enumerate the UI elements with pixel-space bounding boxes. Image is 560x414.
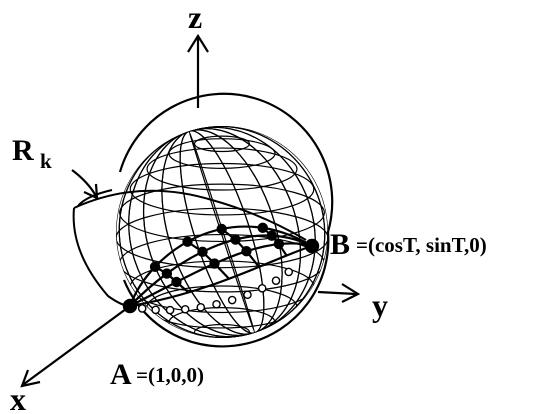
latitude-line [129,162,315,216]
point-a-coordinates: =(1,0,0) [136,363,204,387]
y-arrowhead-icon [341,283,361,303]
open-point [137,304,147,313]
x-axis-line [23,305,131,385]
filled-point [241,246,252,257]
filled-point [161,268,173,279]
connector-line [262,227,288,257]
open-point [257,283,267,293]
open-point [227,295,237,305]
connector-line [221,228,260,268]
point-b-coordinates: =(cosT, sinT,0) [356,233,487,257]
latitude-line [193,323,251,338]
filled-point [122,298,138,314]
latitude-line [116,207,328,269]
open-point [284,267,294,277]
axes [20,33,361,388]
open-point [180,304,190,314]
sphere-outline [77,92,334,348]
y-axis-label: y [372,287,388,323]
geodesic-curve [129,234,313,307]
latitude-line [119,183,325,243]
connector-line [154,265,190,294]
filled-point [209,258,220,269]
filled-point [266,230,277,241]
filled-point [304,238,320,254]
filled-point [230,234,241,245]
x-arrowhead-icon [20,369,41,388]
geodesic-curve [128,225,313,307]
open-points [137,267,294,315]
point-b-label: B [330,228,350,261]
z-arrowhead-icon [187,33,209,53]
filled-point [216,223,227,235]
geodesic-curve [129,242,313,307]
y-axis-line [317,290,357,296]
filled-point [149,261,161,273]
filled-point [197,246,208,258]
filled-point [171,276,182,288]
z-axis-label: z [188,0,202,35]
open-point [151,305,160,315]
region-label: R [12,134,34,167]
connector-line [186,240,230,280]
geodesic-paths [128,225,313,308]
open-point [271,276,281,285]
filled-points [122,222,320,314]
open-point [196,303,206,312]
region-label-subscript: k [40,149,52,173]
latitude-line [146,147,298,191]
geodesic-curve [129,244,313,308]
open-point [212,299,221,309]
open-point [165,305,175,315]
filled-point [182,236,193,247]
curved-arrow-icon [71,169,99,200]
point-a-label: A [110,358,132,391]
open-point [243,290,252,300]
filled-point [257,222,268,234]
x-axis-label: x [10,381,26,414]
filled-point [273,238,285,250]
